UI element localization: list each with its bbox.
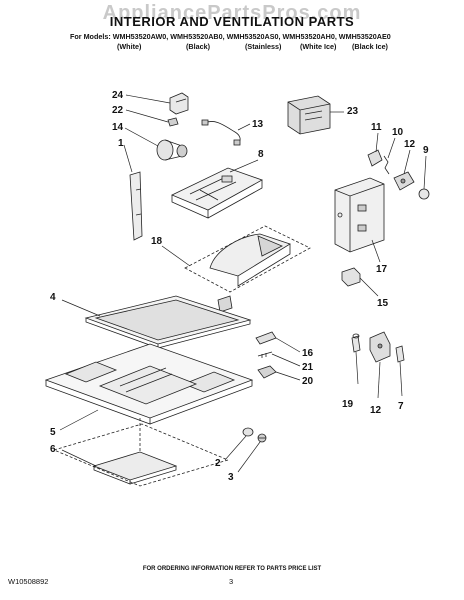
part-24-switch-holder	[169, 92, 189, 115]
part-16-socket	[255, 331, 277, 345]
part-1-bracket	[129, 171, 143, 241]
part-6-light-cover	[52, 423, 230, 487]
page-title: INTERIOR AND VENTILATION PARTS	[109, 14, 355, 29]
part-2-grommet	[242, 427, 254, 437]
page-number: 3	[229, 577, 234, 586]
callout-5: 5	[50, 427, 56, 438]
callout-7: 7	[398, 401, 404, 412]
part-20-plug	[257, 365, 277, 379]
part-12-switch	[393, 171, 415, 191]
callout-12-lower: 12	[370, 405, 382, 416]
watermark-text: AppliancePartsPros.com	[102, 2, 362, 24]
part-5-bottom-plate	[44, 343, 254, 425]
callout-12: 12	[404, 139, 416, 150]
variant-black-ice: (Black Ice)	[352, 42, 388, 51]
variant-white-ice: (White Ice)	[300, 42, 337, 51]
callout-23: 23	[347, 106, 359, 117]
callout-16: 16	[302, 348, 314, 359]
models-line: For Models: WMH53520AW0, WMH53520AB0, WM…	[70, 32, 391, 41]
part-4-filter	[84, 295, 252, 349]
callout-11: 11	[371, 122, 382, 133]
callout-13: 13	[252, 119, 264, 130]
callout-labels: 24 22 14 1 13 23 8 11 10 12 9 18 17 15 4…	[50, 90, 429, 483]
callout-17: 17	[376, 264, 388, 275]
part-3-screw	[257, 433, 267, 443]
callout-14: 14	[112, 122, 124, 133]
part-10-spring	[383, 155, 390, 175]
callout-24: 24	[112, 90, 124, 101]
part-duct-clip	[217, 295, 233, 313]
callout-15: 15	[377, 298, 389, 309]
callout-10: 10	[392, 127, 404, 138]
part-23-transformer	[287, 95, 331, 135]
part-21-screw	[257, 351, 273, 358]
callout-22: 22	[112, 105, 124, 116]
document-number: W10508892	[8, 577, 49, 586]
callout-18: 18	[151, 236, 163, 247]
callout-9: 9	[423, 145, 429, 156]
part-13-wire	[201, 119, 241, 146]
part-18-air-duct	[184, 225, 311, 293]
variant-black: (Black)	[186, 42, 210, 51]
part-12-switch-lower	[369, 331, 391, 363]
variant-stainless: (Stainless)	[245, 42, 282, 51]
leader-lines	[59, 94, 427, 473]
part-8-control-plate	[171, 167, 263, 219]
callout-6: 6	[50, 444, 56, 455]
callout-3: 3	[228, 472, 234, 483]
callout-1: 1	[118, 138, 124, 149]
callout-19: 19	[342, 399, 354, 410]
ordering-footer: FOR ORDERING INFORMATION REFER TO PARTS …	[142, 566, 322, 572]
callout-8: 8	[258, 149, 264, 160]
part-9-knob	[418, 188, 430, 200]
callout-2: 2	[215, 458, 221, 469]
callout-20: 20	[302, 376, 314, 387]
part-15-block	[341, 267, 361, 287]
part-17-interlock-bracket	[334, 177, 385, 253]
part-22-clip	[167, 117, 179, 127]
callout-21: 21	[302, 362, 314, 373]
part-7-lamp-bulb	[395, 345, 405, 363]
part-19-lamp	[351, 333, 361, 353]
callout-4: 4	[50, 292, 56, 303]
part-14-cylinder	[156, 139, 188, 161]
variant-white: (White)	[117, 42, 142, 51]
part-11-sensor	[367, 149, 383, 167]
